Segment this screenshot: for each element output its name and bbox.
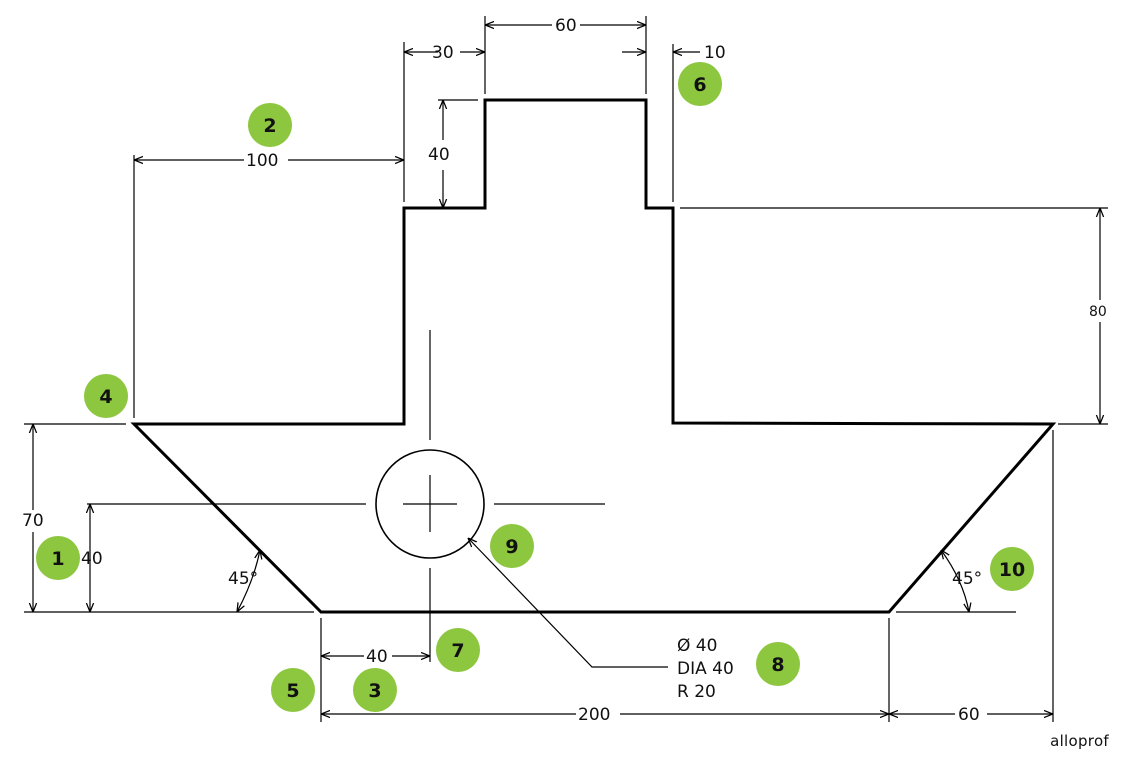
svg-text:9: 9 xyxy=(505,536,518,558)
svg-text:7: 7 xyxy=(451,640,464,662)
dim-70: 70 xyxy=(22,511,44,531)
callout-dia: DIA 40 xyxy=(677,659,734,679)
svg-text:10: 10 xyxy=(999,559,1025,581)
badge-9: 9 xyxy=(490,524,534,568)
svg-text:3: 3 xyxy=(368,680,381,702)
badge-1: 1 xyxy=(36,536,80,580)
badge-7: 7 xyxy=(436,628,480,672)
dim-angle-left: 45° xyxy=(228,569,258,589)
dim-100: 100 xyxy=(246,151,278,171)
badge-8: 8 xyxy=(756,642,800,686)
svg-text:5: 5 xyxy=(286,680,299,702)
dim-40-step: 40 xyxy=(428,145,450,165)
badge-6: 6 xyxy=(678,62,722,106)
badge-10: 10 xyxy=(990,547,1034,591)
dim-30: 30 xyxy=(432,43,454,63)
hole-callout: Ø 40 DIA 40 R 20 xyxy=(677,636,734,702)
dimension-texts: 30 60 10 100 40 80 70 40 45° 45° 40 200 … xyxy=(22,16,1107,725)
dim-40-center: 40 xyxy=(81,549,103,569)
badge-4: 4 xyxy=(84,374,128,418)
part-outline xyxy=(130,98,1057,614)
dim-40-bottom: 40 xyxy=(366,647,388,667)
dim-80: 80 xyxy=(1089,304,1107,320)
dim-60-bottom: 60 xyxy=(958,705,980,725)
brand-logo: alloprof xyxy=(1050,732,1109,750)
svg-text:4: 4 xyxy=(99,386,112,408)
badge-3: 3 xyxy=(353,668,397,712)
svg-text:8: 8 xyxy=(771,654,784,676)
callout-diameter: Ø 40 xyxy=(677,636,717,656)
extension-lines xyxy=(24,16,1108,722)
dim-60-top: 60 xyxy=(555,16,577,36)
dim-200: 200 xyxy=(578,705,610,725)
svg-text:6: 6 xyxy=(693,74,706,96)
badge-5: 5 xyxy=(271,668,315,712)
svg-text:2: 2 xyxy=(263,115,276,137)
svg-text:1: 1 xyxy=(51,548,64,570)
center-lines xyxy=(87,330,605,662)
dim-10: 10 xyxy=(704,43,726,63)
callout-radius: R 20 xyxy=(677,682,716,702)
hole-circle xyxy=(375,449,485,559)
dimension-lines xyxy=(33,25,1100,714)
badge-2: 2 xyxy=(248,103,292,147)
dim-angle-right: 45° xyxy=(952,569,982,589)
